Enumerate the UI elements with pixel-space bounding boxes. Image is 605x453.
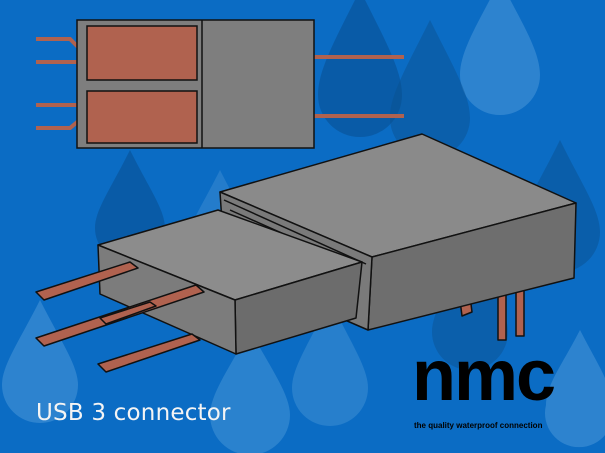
- caption-title: USB 3 connector: [36, 400, 231, 426]
- water-drop: [2, 300, 78, 423]
- contact-pad: [86, 90, 198, 144]
- pin: [99, 301, 157, 325]
- water-drop: [390, 20, 470, 158]
- water-drop: [545, 330, 605, 448]
- connector-top-view: [36, 19, 404, 149]
- pin: [36, 37, 84, 53]
- pin: [497, 291, 507, 341]
- connector-3d-view: [35, 133, 577, 373]
- brand-logo: nmc: [412, 336, 556, 416]
- pin: [36, 116, 84, 130]
- water-drop: [210, 330, 290, 453]
- pin: [35, 261, 139, 301]
- water-drop: [292, 300, 368, 426]
- water-drop: [318, 0, 402, 137]
- water-drop: [460, 0, 540, 115]
- contact-pad: [86, 25, 198, 81]
- edge-line: [223, 199, 367, 265]
- brand-tagline: the quality waterproof connection: [414, 421, 543, 430]
- pin: [97, 333, 201, 373]
